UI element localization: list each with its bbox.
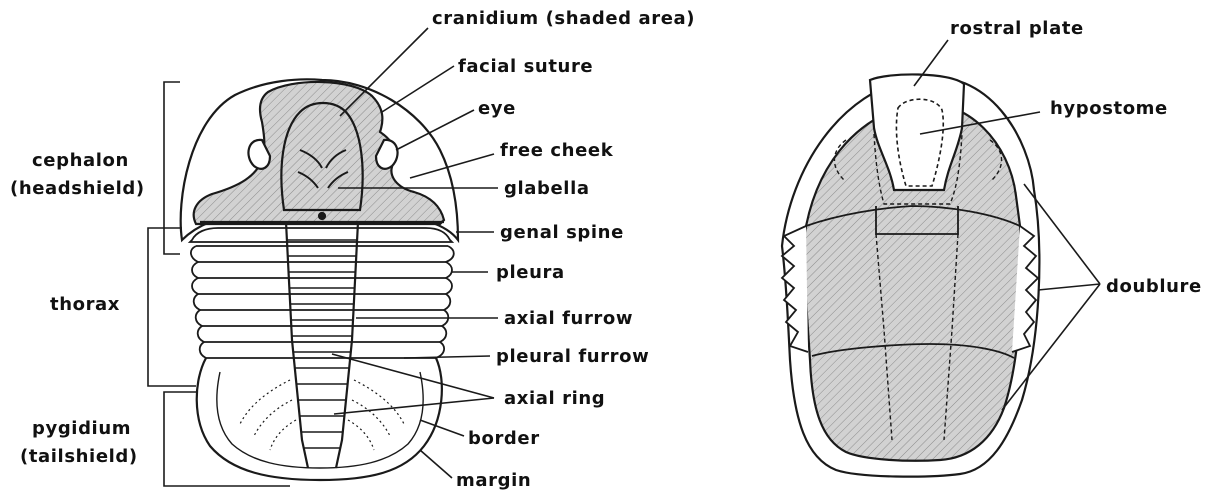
label-pleura: pleura [496, 262, 565, 283]
pygidium-border [217, 372, 423, 468]
label-headshield: (headshield) [10, 178, 145, 199]
thorax-segments [190, 228, 454, 358]
label-cranidium: cranidium (shaded area) [432, 8, 695, 29]
thorax-brace [148, 228, 196, 386]
label-axial-ring: axial ring [504, 388, 605, 409]
label-thorax: thorax [50, 294, 120, 315]
ventral-view [782, 74, 1039, 476]
label-eye: eye [478, 98, 516, 119]
label-glabella: glabella [504, 178, 590, 199]
label-rostral-plate: rostral plate [950, 18, 1084, 39]
label-free-cheek: free cheek [500, 140, 614, 161]
label-hypostome: hypostome [1050, 98, 1168, 119]
axial-rings [286, 240, 358, 448]
dorsal-labels: cranidium (shaded area) facial suture ey… [432, 8, 695, 491]
label-margin: margin [456, 470, 531, 491]
axis-right [336, 222, 358, 468]
label-genal-spine: genal spine [500, 222, 624, 243]
hypostome-shape [896, 99, 943, 186]
region-labels: cephalon (headshield) thorax pygidium (t… [10, 150, 145, 467]
label-pleural-furrow: pleural furrow [496, 346, 649, 367]
axis-left [286, 222, 308, 468]
label-cephalon: cephalon [32, 150, 129, 171]
label-facial-suture: facial suture [458, 56, 593, 77]
pygidium-outline [197, 358, 442, 480]
label-tailshield: (tailshield) [20, 446, 138, 467]
label-axial-furrow: axial furrow [504, 308, 633, 329]
label-border: border [468, 428, 540, 449]
pygidium-brace [164, 392, 290, 486]
label-doublure: doublure [1106, 276, 1202, 297]
label-pygidium: pygidium [32, 418, 131, 439]
